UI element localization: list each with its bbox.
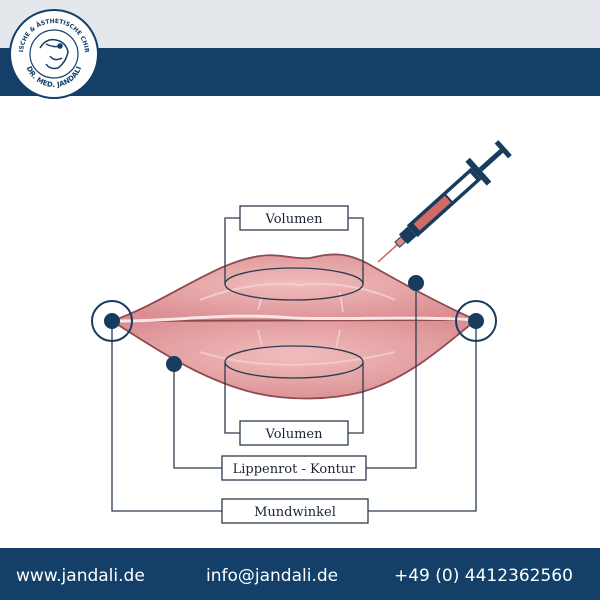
label-lippenrot-kontur: Lippenrot - Kontur [221,455,367,481]
callout-volumen-top-right [348,217,364,284]
label-volumen-bottom-text: Volumen [265,427,324,442]
logo-inner-ring [29,29,79,79]
lip-line [335,329,341,349]
callout-mundwinkel-left [111,321,222,512]
label-lippenrot-kontur-text: Lippenrot - Kontur [233,462,357,477]
callout-mundwinkel-right [368,321,477,512]
footer-phone-link[interactable]: +49 (0) 4412362560 [394,566,573,586]
lips-illustration [108,253,479,400]
lower-lip-highlight [199,351,396,366]
label-mundwinkel: Mundwinkel [221,498,369,524]
clinic-logo[interactable]: PLASTISCHE & ÄSTHETISCHE CHIRURGIE DR. M… [0,0,99,99]
label-volumen-top: Volumen [239,205,349,231]
mundwinkel-left-ring [91,300,133,342]
footer-email-link[interactable]: info@jandali.de [206,566,339,586]
logo-outer-ring [9,9,99,99]
upper-lip-highlight [199,282,396,301]
kontur-right-dot [408,275,424,291]
label-mundwinkel-text: Mundwinkel [254,505,336,520]
mundwinkel-left-dot [104,313,120,329]
kontur-left-dot [166,356,182,372]
header-band-light [0,0,600,48]
callout-volumen-top-left [224,217,240,284]
callout-kontur-right [366,283,417,469]
callout-volumen-bottom-left [224,362,240,434]
lip-divider-line [111,314,477,323]
callout-volumen-bottom-right [348,362,364,434]
footer-website-link[interactable]: www.jandali.de [16,566,145,586]
footer-band [0,548,600,600]
mundwinkel-right-ring [455,300,497,342]
label-volumen-bottom: Volumen [239,420,349,446]
label-volumen-top-text: Volumen [265,212,324,227]
callout-kontur-left [173,364,222,469]
logo-figure-icon [39,38,69,70]
lower-lip [108,319,479,400]
mundwinkel-right-dot [468,313,484,329]
lip-line [257,329,263,346]
header-band-dark [0,48,600,96]
syringe-icon [377,140,512,263]
